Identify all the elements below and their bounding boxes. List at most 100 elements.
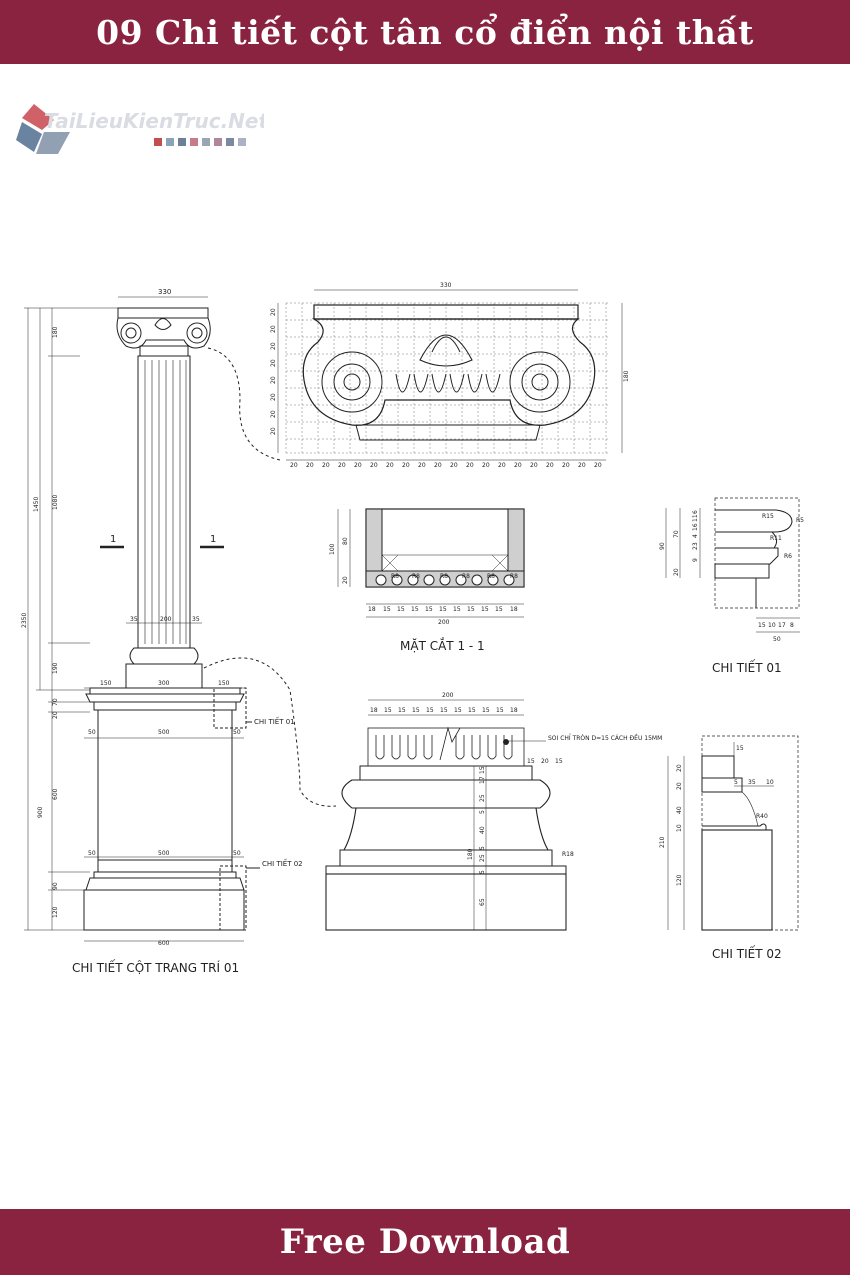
svg-text:35: 35 bbox=[130, 616, 138, 623]
svg-text:20: 20 bbox=[52, 711, 59, 719]
svg-text:R8: R8 bbox=[510, 573, 518, 580]
svg-text:20: 20 bbox=[546, 462, 554, 469]
download-banner[interactable]: Free Download bbox=[0, 1209, 850, 1275]
svg-text:25: 25 bbox=[479, 794, 486, 802]
svg-text:4: 4 bbox=[692, 534, 699, 538]
svg-text:5: 5 bbox=[734, 779, 738, 786]
svg-text:15: 15 bbox=[555, 758, 563, 765]
svg-text:15: 15 bbox=[383, 606, 391, 613]
logo-color-strip bbox=[154, 138, 246, 146]
svg-text:35: 35 bbox=[748, 779, 756, 786]
svg-text:600: 600 bbox=[52, 788, 59, 800]
svg-text:600: 600 bbox=[158, 940, 170, 947]
capital-detail: 330 180 20 20 20 20 20 20 20 20 20 20 20… bbox=[270, 282, 630, 469]
svg-text:50: 50 bbox=[773, 636, 781, 643]
svg-text:18: 18 bbox=[510, 707, 518, 714]
svg-text:20: 20 bbox=[466, 462, 474, 469]
svg-text:15: 15 bbox=[468, 707, 476, 714]
svg-text:80: 80 bbox=[342, 537, 349, 545]
svg-text:20: 20 bbox=[482, 462, 490, 469]
svg-text:20: 20 bbox=[270, 308, 277, 316]
svg-text:20: 20 bbox=[342, 576, 349, 584]
svg-text:15: 15 bbox=[411, 606, 419, 613]
svg-text:15: 15 bbox=[467, 606, 475, 613]
svg-text:15: 15 bbox=[481, 606, 489, 613]
svg-text:17: 17 bbox=[778, 622, 786, 629]
svg-text:23: 23 bbox=[692, 542, 699, 550]
svg-text:15: 15 bbox=[439, 606, 447, 613]
column-detail-title: CHI TIẾT CỘT TRANG TRÍ 01 bbox=[72, 959, 239, 975]
svg-text:50: 50 bbox=[233, 729, 241, 736]
svg-text:40: 40 bbox=[479, 826, 486, 834]
svg-text:5: 5 bbox=[479, 846, 486, 850]
svg-text:15: 15 bbox=[758, 622, 766, 629]
svg-text:R8: R8 bbox=[462, 573, 470, 580]
svg-text:1450: 1450 bbox=[33, 497, 40, 512]
svg-text:20: 20 bbox=[673, 568, 680, 576]
svg-text:10: 10 bbox=[768, 622, 776, 629]
detail-02-title: CHI TIẾT 02 bbox=[712, 945, 782, 961]
svg-text:15: 15 bbox=[398, 707, 406, 714]
svg-text:CHI TIẾT 02: CHI TIẾT 02 bbox=[262, 858, 303, 868]
svg-text:20: 20 bbox=[290, 462, 298, 469]
detail-01-title: CHI TIẾT 01 bbox=[712, 659, 782, 675]
svg-text:900: 900 bbox=[37, 806, 44, 818]
svg-text:20: 20 bbox=[514, 462, 522, 469]
svg-text:18: 18 bbox=[368, 606, 376, 613]
svg-text:20: 20 bbox=[498, 462, 506, 469]
svg-text:15: 15 bbox=[495, 606, 503, 613]
base-detail: SOI CHỈ TRÒN D=15 CÁCH ĐỀU 15MM 200 18 1… bbox=[325, 692, 662, 931]
svg-text:65: 65 bbox=[479, 898, 486, 906]
svg-text:20: 20 bbox=[450, 462, 458, 469]
svg-text:90: 90 bbox=[659, 542, 666, 550]
svg-text:200: 200 bbox=[438, 619, 450, 626]
svg-text:90: 90 bbox=[52, 882, 59, 890]
svg-text:6: 6 bbox=[692, 510, 699, 514]
svg-text:R8: R8 bbox=[440, 573, 448, 580]
svg-text:1: 1 bbox=[210, 534, 216, 545]
svg-text:120: 120 bbox=[52, 906, 59, 918]
svg-text:9: 9 bbox=[692, 558, 699, 562]
svg-text:R8: R8 bbox=[487, 573, 495, 580]
svg-text:180: 180 bbox=[623, 370, 630, 382]
svg-text:20: 20 bbox=[530, 462, 538, 469]
svg-text:2350: 2350 bbox=[21, 613, 28, 628]
svg-text:15: 15 bbox=[426, 707, 434, 714]
svg-text:15: 15 bbox=[453, 606, 461, 613]
svg-text:15: 15 bbox=[454, 707, 462, 714]
svg-text:330: 330 bbox=[158, 288, 171, 296]
svg-text:50: 50 bbox=[88, 729, 96, 736]
svg-text:50: 50 bbox=[233, 850, 241, 857]
svg-text:5: 5 bbox=[479, 810, 486, 814]
svg-text:20: 20 bbox=[338, 462, 346, 469]
svg-text:10: 10 bbox=[676, 824, 683, 832]
detail-02: 210 20 20 40 10 120 15 5 35 10 R40 CHI T… bbox=[659, 735, 799, 961]
svg-text:18: 18 bbox=[510, 606, 518, 613]
svg-text:20: 20 bbox=[306, 462, 314, 469]
svg-text:70: 70 bbox=[673, 530, 680, 538]
svg-text:20: 20 bbox=[270, 342, 277, 350]
svg-text:15: 15 bbox=[412, 707, 420, 714]
svg-text:200: 200 bbox=[160, 616, 172, 623]
svg-text:R18: R18 bbox=[562, 851, 574, 858]
svg-text:15: 15 bbox=[496, 707, 504, 714]
svg-text:R8: R8 bbox=[412, 573, 420, 580]
svg-text:CHI TIẾT 01: CHI TIẾT 01 bbox=[254, 716, 295, 726]
svg-text:20: 20 bbox=[676, 782, 683, 790]
svg-text:210: 210 bbox=[659, 836, 666, 848]
svg-text:R15: R15 bbox=[762, 513, 774, 520]
svg-text:20: 20 bbox=[270, 325, 277, 333]
svg-text:10: 10 bbox=[766, 779, 774, 786]
svg-text:8: 8 bbox=[790, 622, 794, 629]
svg-text:70: 70 bbox=[52, 698, 59, 706]
svg-text:R40: R40 bbox=[756, 813, 768, 820]
svg-text:20: 20 bbox=[676, 764, 683, 772]
svg-text:15: 15 bbox=[384, 707, 392, 714]
column-drawing: 1 1 CHI TIẾT 01 CHI TIẾT 02 330 2350 145… bbox=[21, 282, 804, 975]
svg-text:15: 15 bbox=[736, 745, 744, 752]
svg-text:180: 180 bbox=[467, 848, 474, 860]
svg-text:20: 20 bbox=[270, 393, 277, 401]
svg-text:20: 20 bbox=[594, 462, 602, 469]
svg-text:R8: R8 bbox=[391, 573, 399, 580]
site-logo[interactable]: TaiLieuKienTruc.Net bbox=[14, 100, 264, 158]
